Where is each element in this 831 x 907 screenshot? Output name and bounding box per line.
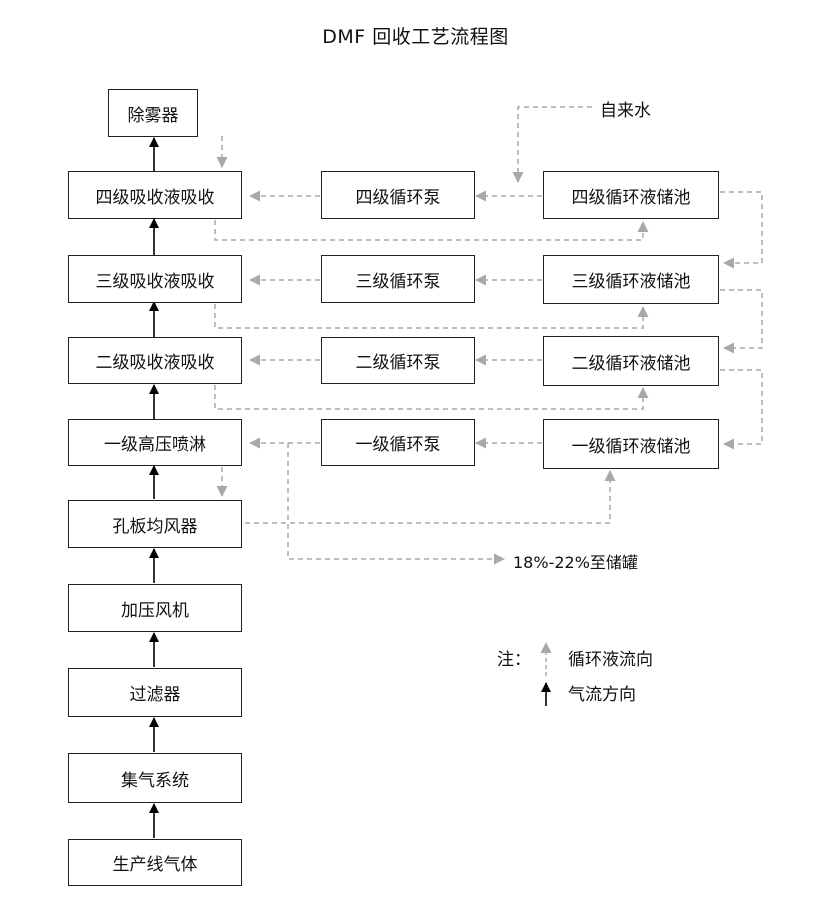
box-tank2: 二级循环液储池 bbox=[543, 336, 719, 386]
box-pump2: 二级循环泵 bbox=[321, 337, 475, 384]
box-stage3-absorb-label: 三级吸收液吸收 bbox=[95, 271, 215, 292]
box-filter-label: 过滤器 bbox=[129, 685, 181, 705]
liquid-tap-water-in bbox=[512, 106, 592, 183]
box-booster-fan-label: 加压风机 bbox=[121, 600, 189, 621]
box-tank4: 四级循环液储池 bbox=[543, 171, 719, 219]
box-tank3-label: 三级循环液储池 bbox=[571, 272, 691, 292]
box-stage2-absorb-label: 二级吸收液吸收 bbox=[95, 353, 215, 373]
box-pump2-label: 二级循环泵 bbox=[355, 353, 441, 373]
liquid-stage2-return bbox=[214, 385, 649, 410]
legend-note-label: 注： bbox=[497, 650, 531, 670]
liquid-tank2-overflow bbox=[720, 369, 763, 450]
box-demister: 除雾器 bbox=[108, 89, 198, 137]
box-booster-fan: 加压风机 bbox=[68, 584, 242, 632]
diagram-title: DMF 回收工艺流程图 bbox=[322, 26, 509, 48]
box-stage1-spray-label: 一级高压喷淋 bbox=[104, 435, 206, 455]
liquid-tank3-overflow bbox=[720, 289, 763, 354]
box-stage1-spray: 一级高压喷淋 bbox=[68, 419, 242, 466]
box-tank3: 三级循环液储池 bbox=[543, 255, 719, 304]
box-tank2-label: 二级循环液储池 bbox=[571, 353, 691, 374]
box-tank1: 一级循环液储池 bbox=[543, 419, 719, 469]
box-stage3-absorb: 三级吸收液吸收 bbox=[68, 255, 242, 303]
liquid-tank4-overflow bbox=[720, 191, 763, 269]
box-filter: 过滤器 bbox=[68, 668, 242, 717]
box-gas-collection: 集气系统 bbox=[68, 753, 242, 803]
box-pump1-label: 一级循环泵 bbox=[355, 435, 441, 455]
liquid-stage3-return bbox=[214, 304, 649, 329]
box-production-gas-label: 生产线气体 bbox=[112, 855, 198, 875]
box-pump1: 一级循环泵 bbox=[321, 419, 475, 466]
box-tank1-label: 一级循环液储池 bbox=[571, 436, 691, 457]
box-stage2-absorb: 二级吸收液吸收 bbox=[68, 337, 242, 384]
box-production-gas: 生产线气体 bbox=[68, 839, 242, 886]
box-stage4-absorb-label: 四级吸收液吸收 bbox=[95, 187, 215, 208]
tap-water-label: 自来水 bbox=[600, 101, 651, 121]
liquid-distributor-to-tank1 bbox=[245, 470, 616, 524]
liquid-outlet-to-storage bbox=[287, 443, 505, 565]
box-demister-label: 除雾器 bbox=[127, 105, 179, 126]
outlet-label: 18%-22%至储罐 bbox=[513, 553, 638, 572]
box-pump3: 三级循环泵 bbox=[321, 255, 475, 303]
liquid-stage4-return bbox=[214, 220, 649, 241]
box-pump3-label: 三级循环泵 bbox=[355, 271, 441, 292]
box-pump4: 四级循环泵 bbox=[321, 171, 475, 219]
legend-liquid-label: 循环液流向 bbox=[568, 650, 653, 670]
box-stage4-absorb: 四级吸收液吸收 bbox=[68, 171, 242, 219]
box-gas-collection-label: 集气系统 bbox=[121, 770, 189, 791]
liquid-flow-arrows bbox=[214, 106, 763, 565]
box-tank4-label: 四级循环液储池 bbox=[571, 187, 691, 208]
box-pump4-label: 四级循环泵 bbox=[355, 187, 441, 208]
legend-gas-label: 气流方向 bbox=[568, 685, 636, 705]
box-orifice-distributor: 孔板均风器 bbox=[68, 500, 242, 548]
box-orifice-distributor-label: 孔板均风器 bbox=[112, 516, 198, 537]
